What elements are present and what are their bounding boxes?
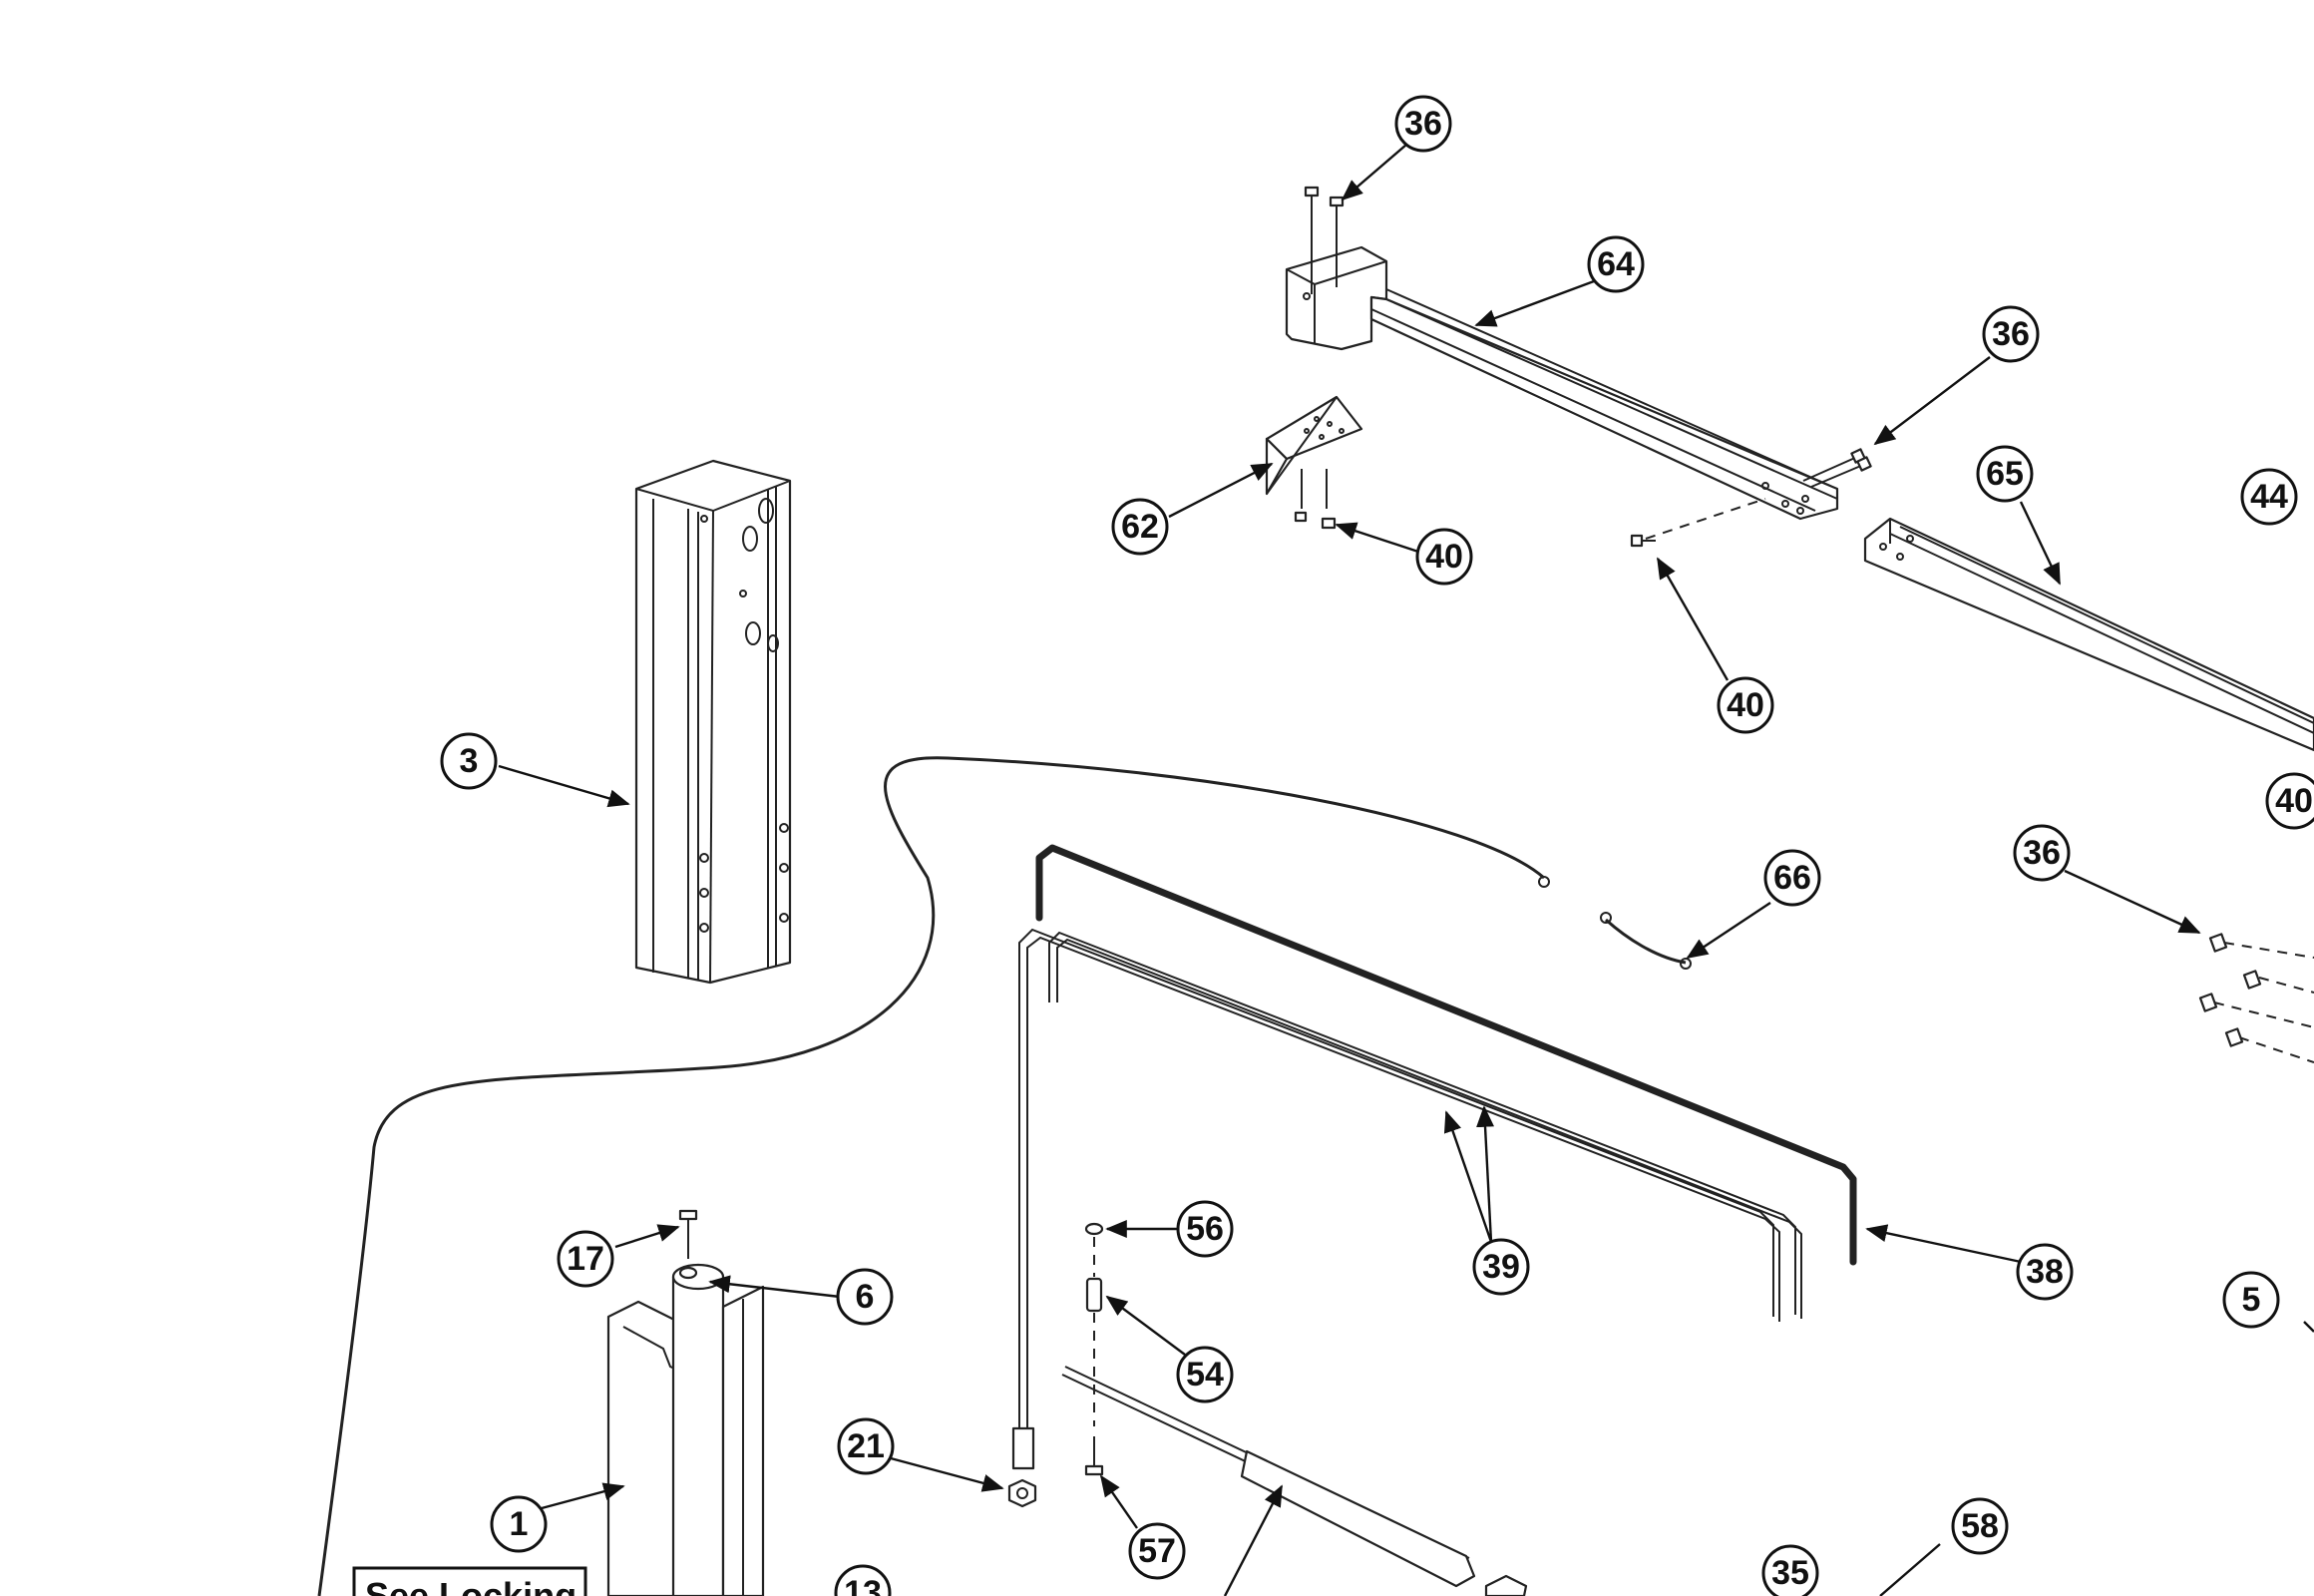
callout-38: 38 — [2016, 1243, 2074, 1301]
part-40-bolt-rail — [1630, 498, 1766, 548]
svg-text:17: 17 — [567, 1240, 604, 1278]
callout-57: 57 — [1128, 1522, 1186, 1580]
svg-text:36: 36 — [1992, 315, 2030, 353]
callout-62: 62 — [1111, 498, 1169, 556]
svg-text:36: 36 — [2023, 834, 2061, 872]
callout-40: 40 — [1415, 528, 1473, 586]
callout-65: 65 — [1976, 445, 2034, 503]
note-text: See Locking — [365, 1575, 577, 1596]
part-36-screws-far-right — [2198, 933, 2314, 1063]
cable-wire — [317, 756, 1550, 1596]
part-6-post — [671, 1263, 765, 1596]
svg-text:1: 1 — [510, 1505, 529, 1543]
part-56-54-57-stack — [1084, 1222, 1104, 1476]
callout-21: 21 — [837, 1417, 895, 1475]
part-65-rail — [1863, 517, 2314, 752]
callout-39: 39 — [1472, 1238, 1530, 1296]
callout-58: 58 — [1951, 1497, 2009, 1555]
svg-text:65: 65 — [1986, 455, 2024, 493]
part-66-connector — [1600, 912, 1692, 970]
leader-lines — [498, 144, 2314, 1596]
callout-3: 3 — [440, 732, 498, 790]
svg-text:3: 3 — [460, 742, 479, 780]
svg-text:44: 44 — [2250, 478, 2288, 516]
part-3-column — [634, 459, 792, 985]
svg-text:38: 38 — [2026, 1253, 2064, 1291]
callout-13: 13 — [834, 1564, 892, 1596]
callout-56: 56 — [1176, 1200, 1234, 1258]
callout-17: 17 — [557, 1230, 614, 1288]
svg-text:57: 57 — [1138, 1532, 1176, 1570]
see-locking-note: See Locking — [352, 1566, 587, 1596]
part-17-screw — [678, 1209, 698, 1259]
svg-text:62: 62 — [1121, 508, 1159, 546]
callout-35: 35 — [1761, 1544, 1819, 1596]
svg-text:40: 40 — [1727, 686, 1764, 724]
part-long-rod — [1061, 1366, 1528, 1596]
svg-text:40: 40 — [1425, 538, 1463, 576]
svg-text:21: 21 — [847, 1427, 885, 1465]
callout-40: 40 — [2265, 772, 2314, 830]
svg-text:64: 64 — [1597, 245, 1635, 283]
part-36-screws-top — [1304, 186, 1345, 294]
svg-text:56: 56 — [1186, 1210, 1224, 1248]
part-21-nut — [1007, 1478, 1037, 1508]
callout-64: 64 — [1587, 235, 1645, 293]
part-64-rail — [1285, 245, 1839, 521]
part-38-rod — [1035, 844, 1857, 1266]
callout-1: 1 — [490, 1495, 548, 1553]
svg-text:6: 6 — [856, 1278, 875, 1316]
svg-text:35: 35 — [1771, 1554, 1809, 1592]
svg-text:66: 66 — [1773, 859, 1811, 897]
callout-5: 5 — [2222, 1271, 2280, 1329]
callout-6: 6 — [836, 1268, 894, 1326]
callout-66: 66 — [1763, 849, 1821, 907]
svg-text:58: 58 — [1961, 1507, 1999, 1545]
part-36-screws-right — [1802, 448, 1872, 488]
svg-text:36: 36 — [1404, 105, 1442, 143]
callout-54: 54 — [1176, 1346, 1234, 1403]
svg-text:54: 54 — [1186, 1356, 1224, 1394]
svg-text:39: 39 — [1482, 1248, 1520, 1286]
part-39-rods — [1011, 928, 1802, 1470]
callout-36: 36 — [2013, 824, 2071, 882]
callout-40: 40 — [1717, 676, 1774, 734]
svg-text:13: 13 — [844, 1574, 882, 1596]
callout-36: 36 — [1394, 95, 1452, 153]
callout-44: 44 — [2240, 468, 2298, 526]
part-62-bracket — [1265, 395, 1363, 530]
callout-36: 36 — [1982, 305, 2040, 363]
svg-text:40: 40 — [2275, 782, 2313, 820]
callouts: 36 64 36 65 44 62 40 40 40 3 66 36 39 38… — [440, 95, 2314, 1596]
svg-text:5: 5 — [2242, 1281, 2261, 1319]
